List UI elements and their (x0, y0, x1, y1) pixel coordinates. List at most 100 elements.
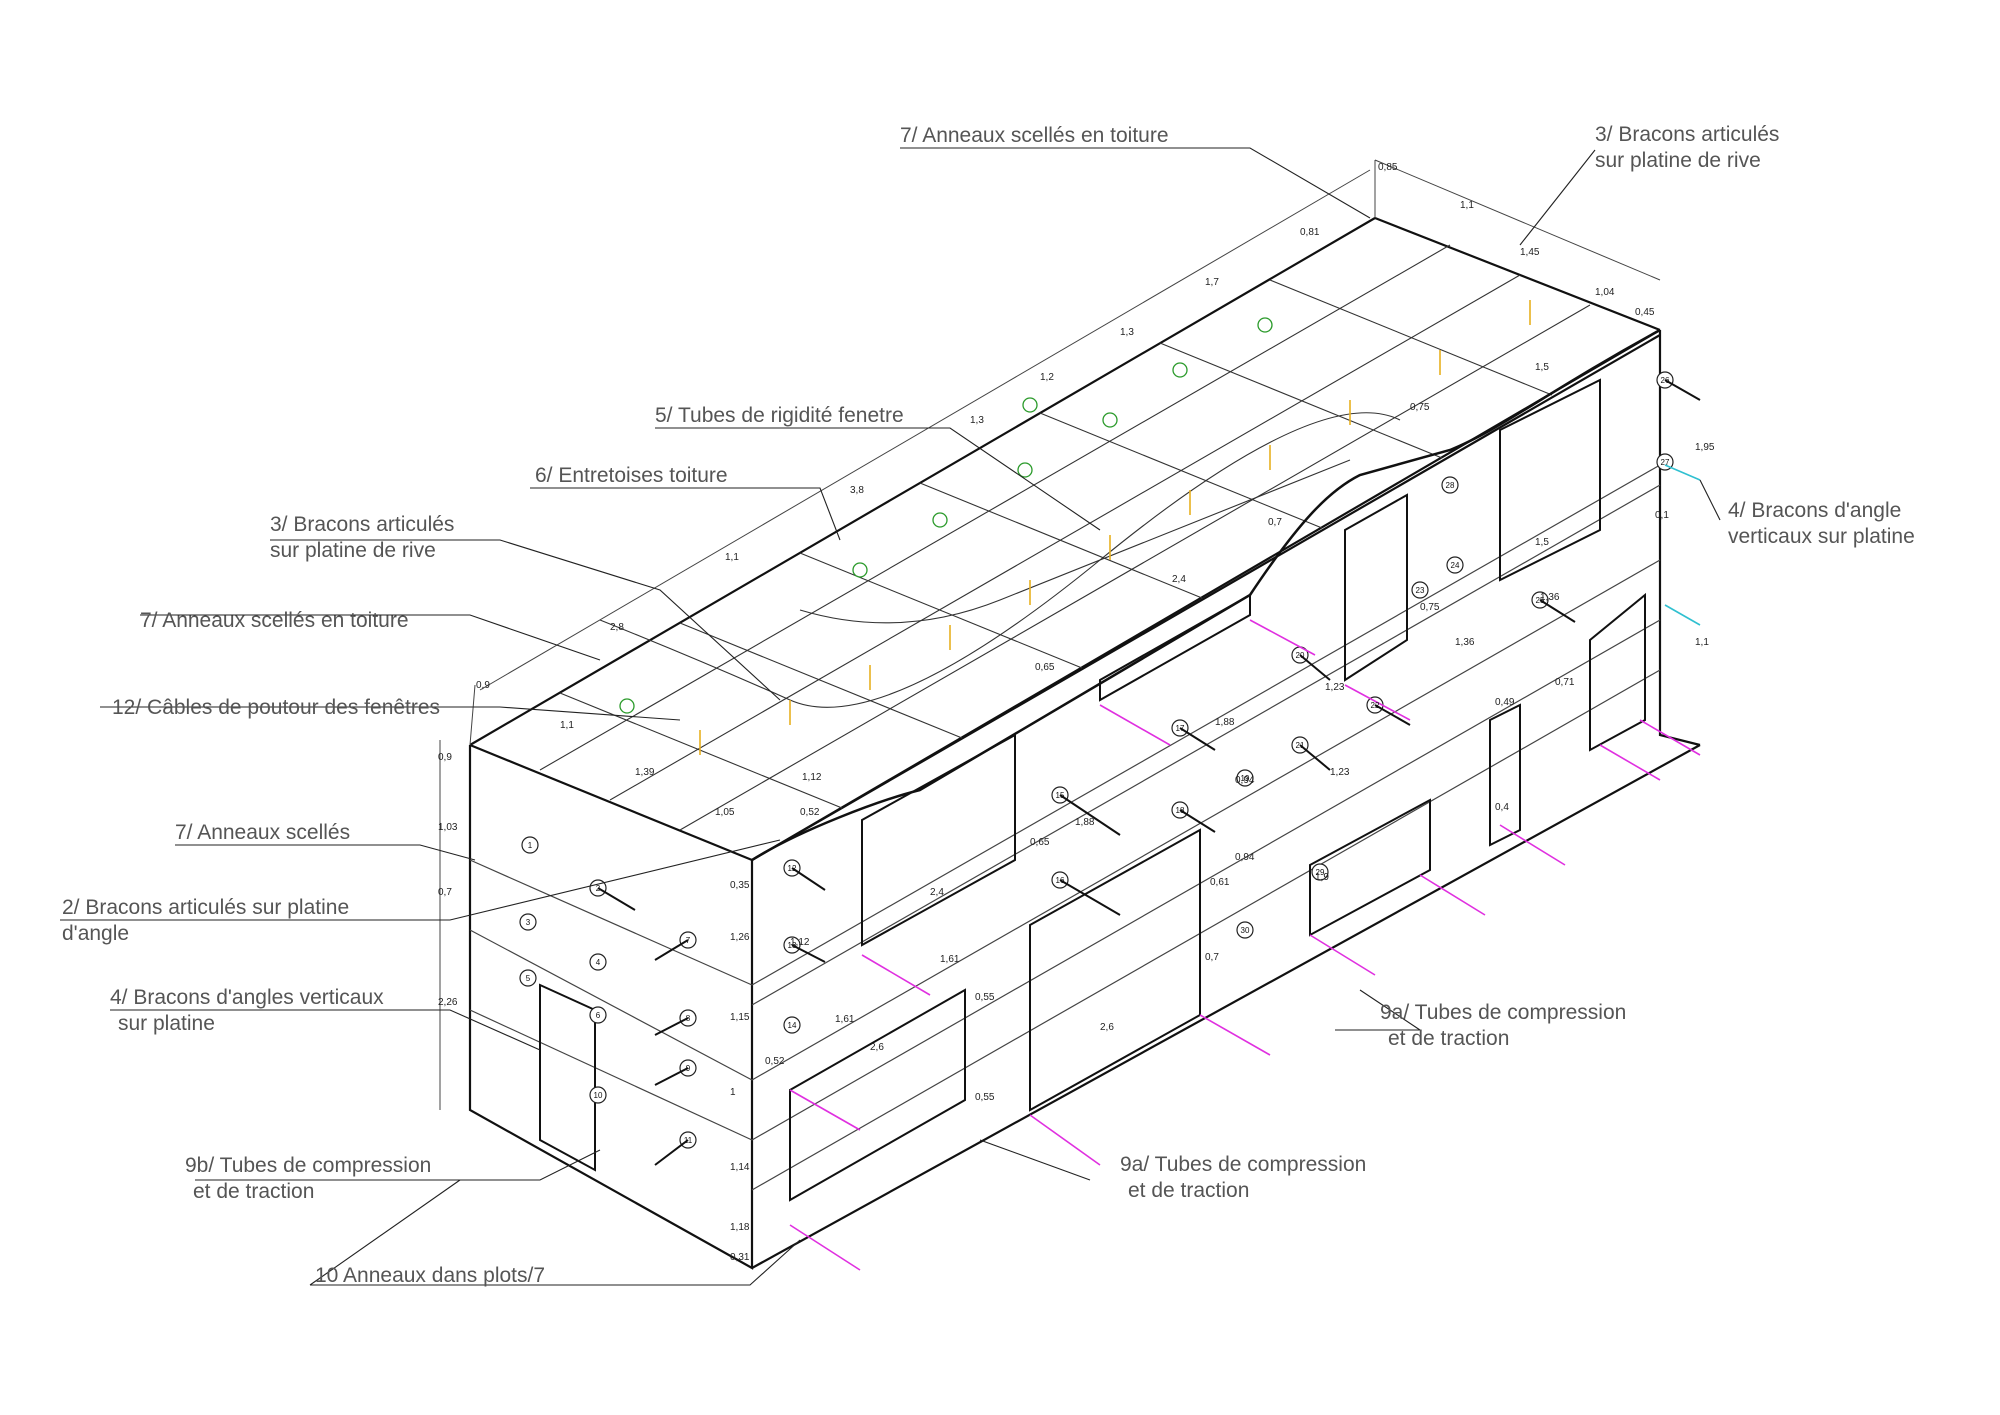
dim-front-5: 1,14 (730, 1162, 750, 1173)
svg-text:4: 4 (596, 958, 601, 967)
label-entretoises: 6/ Entretoises toiture (535, 464, 728, 487)
svg-text:20: 20 (1296, 651, 1305, 660)
dim-window-31: 0,49 (1495, 697, 1515, 708)
dimension-texts: 2,8 1,1 3,8 1,3 1,2 1,3 1,7 0,81 0,85 1,… (438, 162, 1715, 1263)
dim-top-3: 1,45 (1520, 247, 1540, 258)
svg-text:24: 24 (1451, 561, 1460, 570)
dim-front-7: 0,31 (730, 1252, 750, 1263)
dim-top-4: 1,04 (1595, 287, 1615, 298)
dim-roof-4: 1,3 (970, 415, 984, 426)
dim-window-8: 1,12 (790, 937, 810, 948)
svg-text:7: 7 (686, 936, 691, 945)
dim-window-4: 2,6 (1100, 1022, 1114, 1033)
dim-gable-1: 0,9 (476, 680, 490, 691)
ring-number-texts: 1 2 3 4 5 6 7 8 9 10 11 12 13 14 15 16 1… (526, 376, 1670, 1145)
dim-window-16: 0,7 (1268, 517, 1282, 528)
label-cables: 12/ Câbles de poutour des fenêtres (112, 696, 441, 719)
svg-text:29: 29 (1316, 868, 1325, 877)
svg-text:15: 15 (1056, 791, 1065, 800)
dim-window-33: 0,4 (1495, 802, 1509, 813)
label-bracons-rive-top: 3/ Bracons articulés sur platine de rive (1595, 123, 1780, 172)
dim-front-4: 1 (730, 1087, 736, 1098)
dim-gable-4: 1,05 (715, 807, 735, 818)
dim-window-15: 0,65 (1030, 837, 1050, 848)
dim-window-13: 0,55 (975, 1092, 995, 1103)
svg-text:25: 25 (1536, 596, 1545, 605)
dim-window-27: 1,23 (1330, 767, 1350, 778)
svg-text:18: 18 (1176, 806, 1185, 815)
dim-window-12: 0,55 (975, 992, 995, 1003)
leader-lines (60, 147, 1721, 1286)
dim-window-14: 0,65 (1035, 662, 1055, 673)
label-anneaux-plots: 10 Anneaux dans plots/7 (315, 1264, 546, 1287)
dim-left-3: 0,7 (438, 887, 452, 898)
dim-window-32: 0,71 (1555, 677, 1575, 688)
label-bracons-angle: 2/ Bracons articulés sur platine d'angle (62, 896, 350, 945)
compression-tubes (789, 619, 1701, 1271)
label-anneaux-toiture-left: 7/ Anneaux scellés en toiture (140, 609, 409, 632)
floor-lines (469, 464, 1661, 1191)
svg-text:6: 6 (596, 1011, 601, 1020)
label-bracons-verticaux-right: 4/ Bracons d'angle verticaux sur platine (1728, 499, 1915, 548)
dim-left-4: 2,26 (438, 997, 458, 1008)
label-bracons-rive-left: 3/ Bracons articulés sur platine de rive (270, 513, 455, 562)
label-bracons-verticaux-left: 4/ Bracons d'angles verticaux sur platin… (110, 986, 384, 1035)
building-outline (468, 216, 1701, 1270)
label-tubes-rigidite: 5/ Tubes de rigidité fenetre (655, 404, 904, 427)
label-tubes-9b: 9b/ Tubes de compression et de traction (185, 1154, 432, 1203)
svg-text:5: 5 (526, 974, 531, 983)
svg-text:9: 9 (686, 1064, 691, 1073)
dim-window-21: 1,5 (1535, 537, 1549, 548)
dim-roof-5: 1,2 (1040, 372, 1054, 383)
dim-window-26: 1,23 (1325, 682, 1345, 693)
dim-window-23: 1,36 (1540, 592, 1560, 603)
svg-text:3: 3 (526, 918, 531, 927)
dim-window-3: 2,6 (870, 1042, 884, 1053)
dim-window-18: 0,75 (1410, 402, 1430, 413)
dim-gable-3: 1,39 (635, 767, 655, 778)
svg-text:11: 11 (684, 1136, 693, 1145)
dim-gable-2: 1,1 (560, 720, 574, 731)
svg-text:23: 23 (1416, 586, 1425, 595)
dim-window-28: 0,94 (1235, 775, 1255, 786)
dim-roof-3: 3,8 (850, 485, 864, 496)
dim-roof-2: 1,1 (725, 552, 739, 563)
dim-right-1: 1,95 (1695, 442, 1715, 453)
dim-roof-7: 1,7 (1205, 277, 1219, 288)
dim-left-2: 1,03 (438, 822, 458, 833)
svg-text:28: 28 (1446, 481, 1455, 490)
label-tubes-9a-right: 9a/ Tubes de compression et de traction (1380, 1001, 1627, 1050)
label-anneaux-toiture-top: 7/ Anneaux scellés en toiture (900, 124, 1169, 147)
ring-anchor-tubes (597, 379, 1701, 1166)
roof-dimension-lines (439, 159, 1661, 1110)
dim-front-6: 1,18 (730, 1222, 750, 1233)
dim-left-1: 0,9 (438, 752, 452, 763)
dim-window-5: 1,9 (1315, 872, 1329, 883)
dim-front-3: 1,15 (730, 1012, 750, 1023)
svg-text:12: 12 (788, 864, 797, 873)
svg-text:8: 8 (686, 1014, 691, 1023)
dim-window-9: 1,12 (802, 772, 822, 783)
dim-window-19: 0,75 (1420, 602, 1440, 613)
dim-window-34: 0,1 (1655, 510, 1669, 521)
dim-window-6: 1,61 (940, 954, 960, 965)
dim-top-5: 0,45 (1635, 307, 1655, 318)
label-tubes-9a-mid: 9a/ Tubes de compression et de traction (1120, 1153, 1367, 1202)
dim-front-1: 0,35 (730, 880, 750, 891)
roof-slope-outline (751, 328, 1661, 862)
dim-window-29: 0,94 (1235, 852, 1255, 863)
label-anneaux-scelles: 7/ Anneaux scellés (175, 821, 351, 844)
dim-window-2: 2,4 (1172, 574, 1186, 585)
dim-window-11: 0,52 (765, 1056, 785, 1067)
dim-right-2: 1,1 (1695, 637, 1709, 648)
dim-top-2: 1,1 (1460, 200, 1474, 211)
dim-roof-8: 0,81 (1300, 227, 1320, 238)
dim-window-20: 1,5 (1535, 362, 1549, 373)
svg-text:22: 22 (1371, 701, 1380, 710)
roof-anchor-rings (619, 317, 1273, 714)
svg-text:26: 26 (1661, 376, 1670, 385)
svg-text:13: 13 (788, 941, 797, 950)
dim-top-1: 0,85 (1378, 162, 1398, 173)
dim-roof-6: 1,3 (1120, 327, 1134, 338)
